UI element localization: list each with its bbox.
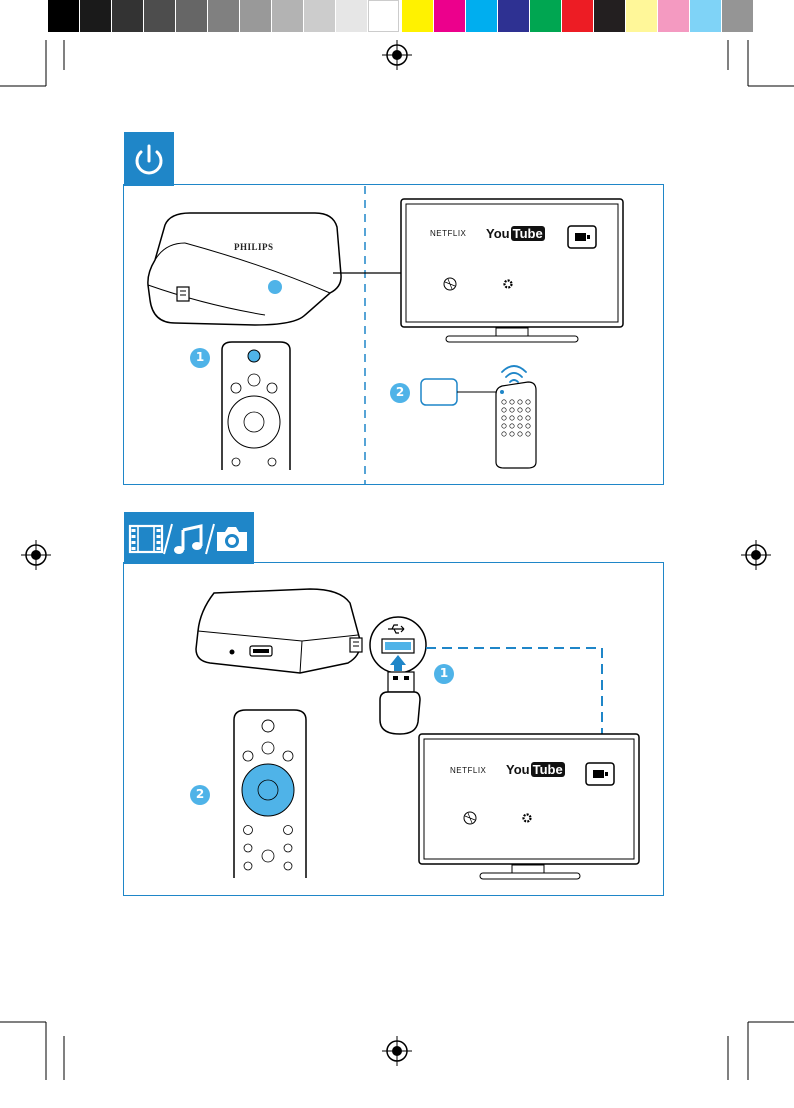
media-player-rear	[190, 585, 365, 680]
device-brand-label: PHILIPS	[234, 242, 274, 252]
usb-callout	[368, 615, 428, 675]
step-1-number-2: 1	[434, 666, 454, 680]
youtube-you-text-2: You	[506, 762, 530, 777]
step-1-number: 1	[190, 350, 210, 364]
tv-remote-control	[488, 358, 548, 470]
divider-dashed-line	[363, 186, 367, 484]
side-usb-port	[348, 636, 366, 656]
tv-screen-2	[418, 733, 640, 883]
power-icon	[124, 132, 174, 186]
music-icon	[172, 522, 206, 556]
netflix-logo: NETFLIX	[430, 229, 466, 238]
usb-flash-drive	[374, 670, 424, 736]
step-2-number: 2	[390, 385, 410, 399]
settings-gear-icon-2	[521, 812, 533, 824]
remote-control-1	[218, 340, 293, 470]
connection-dashed-line	[424, 643, 606, 739]
step-2-number-2: 2	[190, 787, 210, 801]
camera-icon	[214, 524, 250, 554]
youtube-tube-text-2: Tube	[531, 762, 565, 777]
youtube-you-text: You	[486, 226, 510, 241]
netflix-logo-2: NETFLIX	[450, 766, 486, 775]
media-player-device	[145, 205, 345, 330]
tv-screen	[400, 198, 624, 348]
youtube-tube-text: Tube	[511, 226, 545, 241]
cable-line	[333, 270, 403, 280]
remote-control-2	[230, 706, 310, 878]
film-icon	[128, 522, 164, 556]
settings-gear-icon	[502, 278, 514, 290]
